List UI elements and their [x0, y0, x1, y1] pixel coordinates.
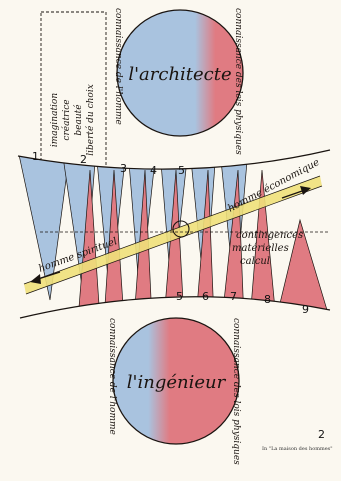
- num-bottom-6: 6: [202, 290, 209, 303]
- num-bottom-7: 7: [230, 290, 237, 303]
- footnote: In "La maison des hommes": [262, 446, 333, 452]
- num-top-5: 5: [178, 164, 185, 177]
- free-choice-text: imagination créatrice beauté liberté du …: [50, 84, 96, 156]
- num-top-3: 3: [120, 162, 127, 175]
- contingencies-line-3: calcul: [240, 256, 270, 267]
- caption-top-right: connaissance des lois physiques: [233, 8, 243, 155]
- page-number: 2: [318, 428, 325, 441]
- caption-top-left: connaissance de l'homme: [113, 8, 123, 125]
- num-bottom-8: 8: [264, 293, 271, 306]
- box-line-4: liberté du choix: [85, 84, 96, 156]
- caption-bottom-right: connaissance des lois physiques: [231, 318, 241, 465]
- box-line-1: imagination: [50, 93, 60, 147]
- architect-label: l'architecte: [128, 64, 231, 85]
- num-bottom-9: 9: [302, 303, 309, 316]
- num-top-2: 2: [80, 153, 87, 166]
- num-top-4: 4: [150, 164, 157, 177]
- box-line-3: beauté: [73, 104, 84, 136]
- contingencies-line-1: contingences: [236, 230, 303, 241]
- box-line-2: créatrice: [61, 99, 72, 140]
- contingencies-line-2: matérielles: [232, 243, 289, 254]
- engineer-label: l'ingénieur: [127, 372, 227, 393]
- caption-bottom-left: connaissance de l'homme: [107, 318, 117, 435]
- num-bottom-5: 5: [176, 290, 183, 303]
- num-top-1: 1: [32, 150, 39, 163]
